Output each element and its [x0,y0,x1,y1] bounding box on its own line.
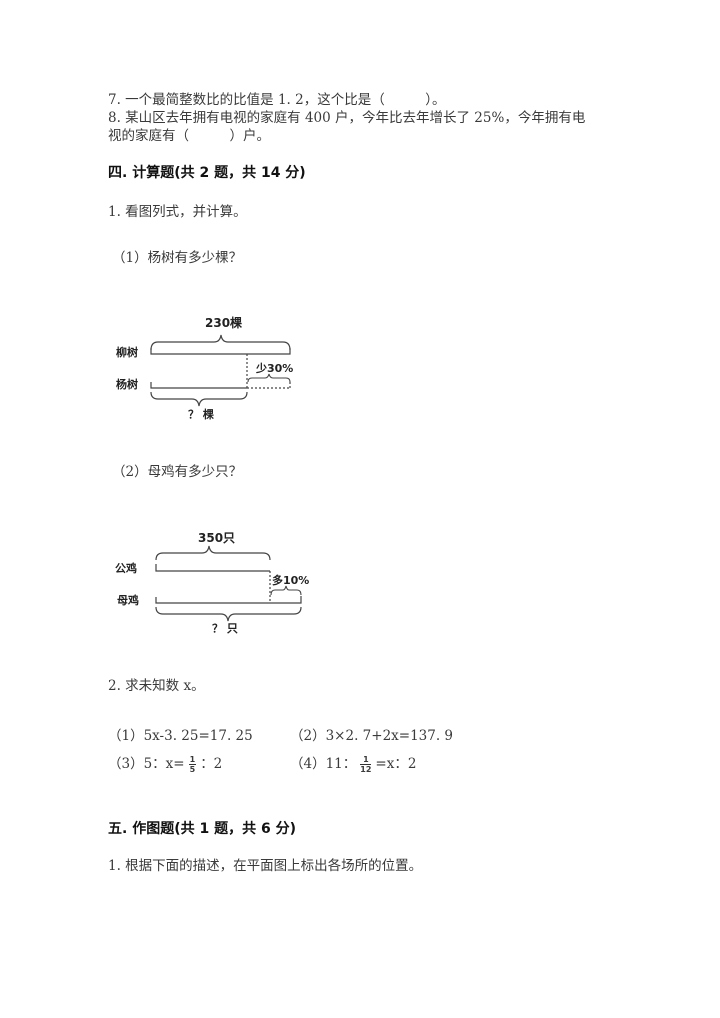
equation-1: （1）5x-3. 25=17. 25 [108,724,253,744]
diagram-chickens-unknown: ？ 只 [212,622,238,635]
question-8-line1: 8. 某山区去年拥有电视的家庭有 400 户，今年比去年增长了 25%，今年拥有… [108,110,586,126]
diagram-chickens-row1-label: 公鸡 [115,562,137,575]
diagram-trees-row1-label: 柳树 [116,346,138,359]
segment-diagram-chickens [155,545,302,622]
segment-diagram-trees [150,334,291,407]
diagram-trees-unknown: ？ 棵 [188,408,214,421]
section-5-title: 五. 作图题(共 1 题，共 6 分) [108,821,296,837]
diagram-trees-total: 230棵 [205,316,243,330]
diagram-trees-row2-label: 杨树 [116,378,138,391]
question-8-line2: 视的家庭有（ ）户。 [108,128,270,144]
question-7: 7. 一个最简整数比的比值是 1. 2，这个比是（ ）。 [108,92,446,108]
equation-1-text: 5x-3. 25=17. 25 [143,728,253,744]
question-4-1-2-prompt: （2）母鸡有多少只？ [112,464,243,480]
diagram-chickens-total: 350只 [198,531,236,545]
equation-2-label: （2） [290,728,326,744]
diagram-chickens-diff-label: 多10% [272,574,310,587]
question-5-1-title: 1. 根据下面的描述，在平面图上标出各场所的位置。 [108,858,423,874]
diagram-chickens-row2-label: 母鸡 [117,594,139,607]
equation-2: （2）3×2. 7+2x=137. 9 [290,724,453,744]
equation-4-post: =x：2 [375,756,417,772]
equation-3-pre: 5：x= [143,756,185,772]
diagram-chickens: 350只 公鸡 母鸡 多10% ？ 只 [100,520,340,640]
equation-2-text: 3×2. 7+2x=137. 9 [325,728,454,744]
equation-4-label: （4） [290,756,326,772]
equation-4-pre: 11： [325,756,357,772]
diagram-trees: 230棵 柳树 杨树 少30% ？ 棵 [100,300,320,430]
question-4-1-1-prompt: （1）杨树有多少棵？ [112,250,243,266]
question-4-2-title: 2. 求未知数 x。 [108,678,205,694]
equation-3-label: （3） [108,756,144,772]
equation-1-label: （1） [108,728,144,744]
diagram-trees-diff-label: 少30% [256,362,294,375]
section-4-title: 四. 计算题(共 2 题，共 14 分) [108,165,306,181]
equation-3-post: ：2 [200,756,223,772]
question-4-1-title: 1. 看图列式，并计算。 [108,204,247,220]
